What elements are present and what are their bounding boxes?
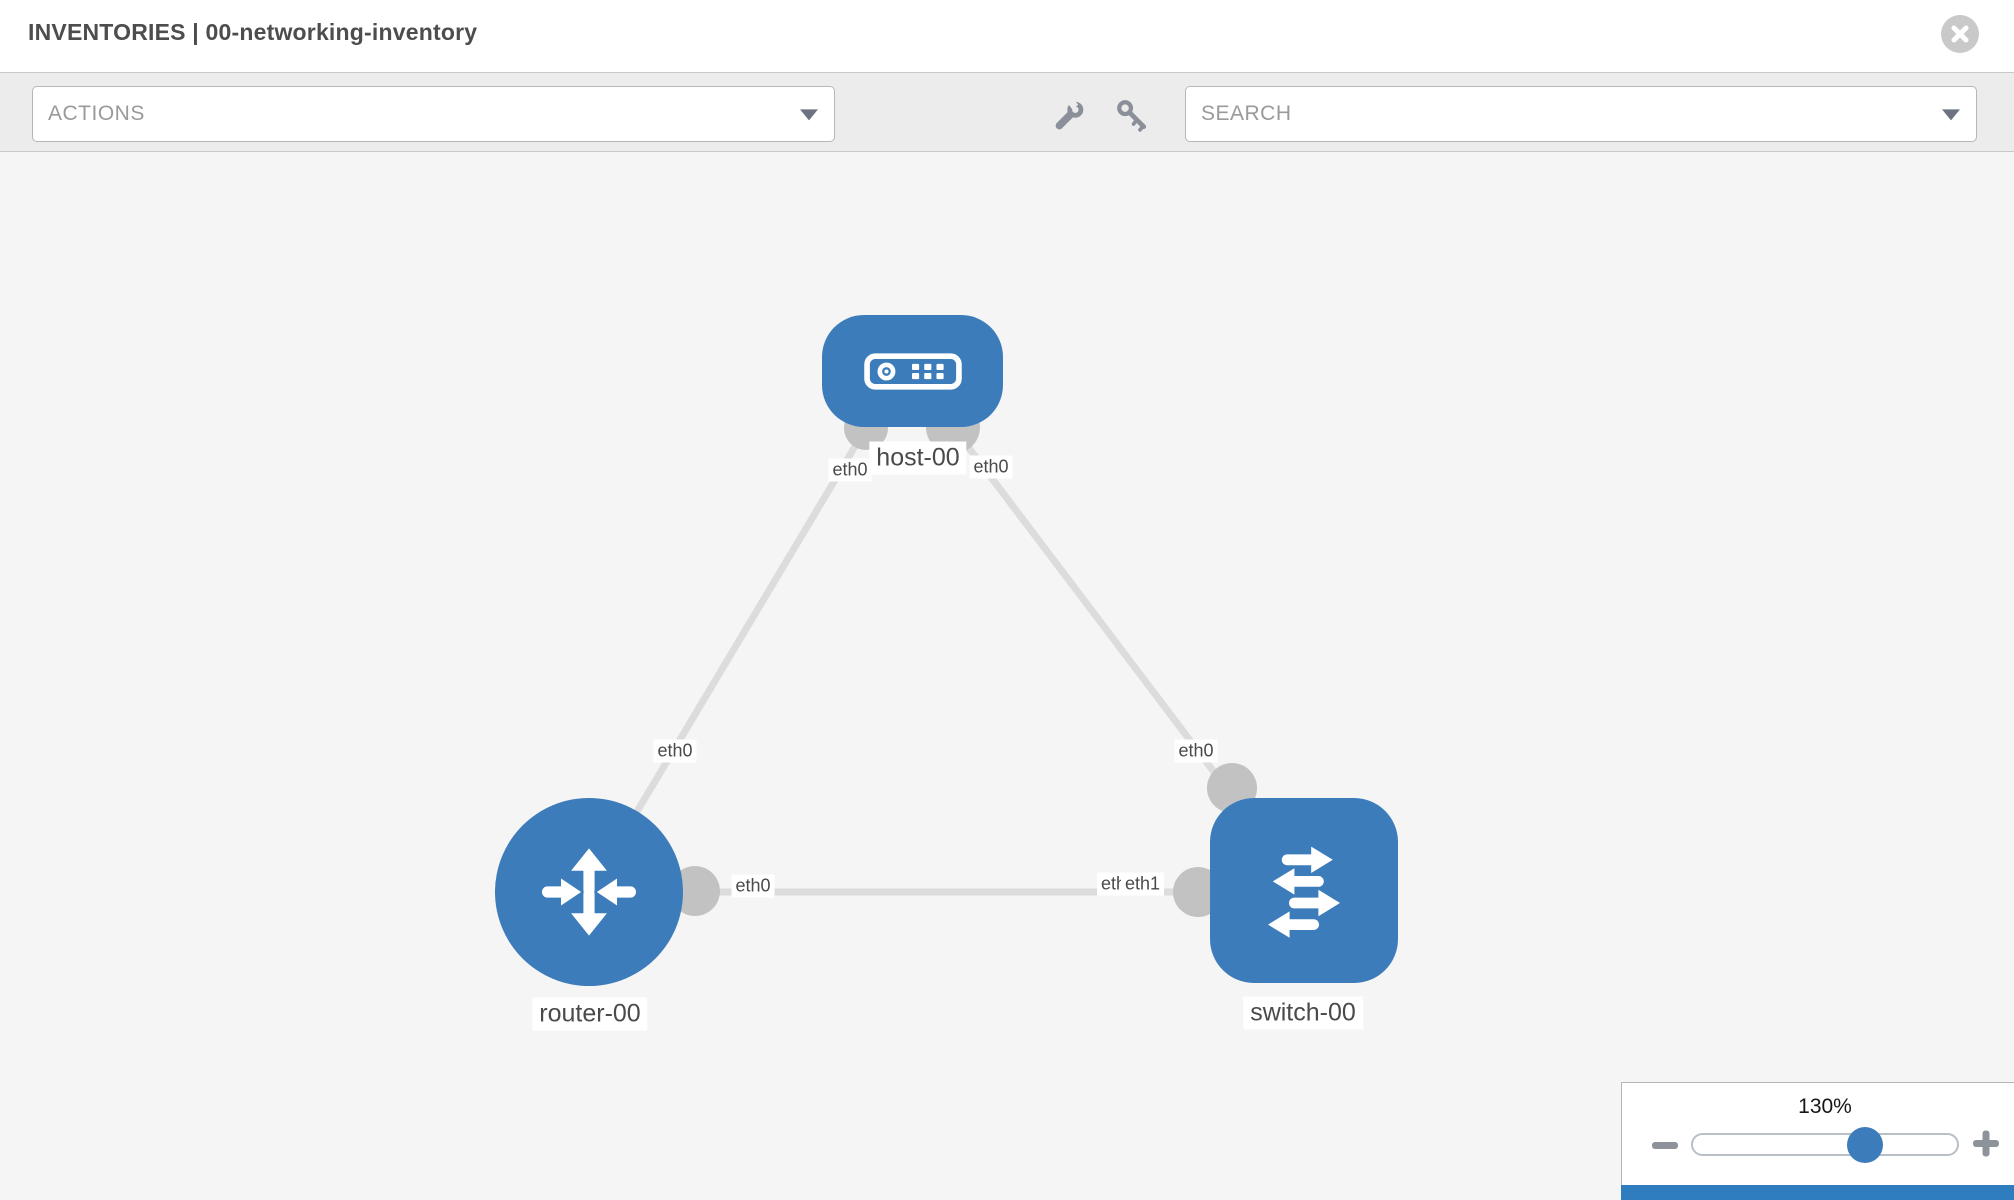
tools-button[interactable] — [1052, 97, 1088, 133]
node-router[interactable] — [495, 798, 683, 986]
actions-dropdown[interactable]: ACTIONS — [32, 86, 835, 142]
search-dropdown-label: SEARCH — [1201, 102, 1292, 125]
bottom-accent-bar — [1621, 1185, 2014, 1200]
interface-label-switch-eth0: eth0 — [1174, 739, 1218, 763]
zoom-panel: 130% — [1621, 1082, 2014, 1200]
plus-icon — [1982, 1130, 1990, 1157]
key-icon — [1117, 100, 1147, 132]
chevron-down-icon — [800, 109, 818, 121]
switch-arrows-icon — [1268, 846, 1340, 938]
node-label-router: router-00 — [532, 997, 648, 1031]
wrench-icon — [1055, 98, 1084, 130]
router-arrows-icon — [541, 848, 637, 936]
node-host[interactable] — [822, 315, 1003, 427]
page-title: INVENTORIES | 00-networking-inventory — [28, 19, 478, 45]
server-icon — [863, 352, 962, 390]
interface-label-host-eth0-left: eth0 — [828, 458, 872, 482]
close-button[interactable] — [1941, 15, 1979, 53]
close-icon — [1951, 25, 1969, 43]
zoom-out-button[interactable] — [1651, 1131, 1679, 1159]
toolbar: ACTIONS SEARCH — [0, 72, 2014, 152]
zoom-in-button[interactable] — [1972, 1130, 2000, 1158]
connector-dot-router-eth0 — [670, 866, 720, 916]
interface-label-router-eth0-right: eth0 — [731, 874, 775, 898]
topology-canvas[interactable]: host-00 router-00 switch-00 eth0 eth0 et… — [0, 152, 2014, 1200]
header-bar: INVENTORIES | 00-networking-inventory — [0, 0, 2014, 72]
interface-label-switch-eth1: eth1 — [1121, 872, 1165, 896]
zoom-slider-track[interactable] — [1691, 1133, 1959, 1156]
chevron-down-icon — [1942, 109, 1960, 121]
node-label-host: host-00 — [869, 441, 967, 475]
minus-icon — [1652, 1141, 1678, 1149]
node-switch[interactable] — [1210, 798, 1398, 983]
zoom-level: 130% — [1798, 1095, 1852, 1118]
credentials-button[interactable] — [1114, 97, 1150, 133]
interface-label-router-eth0-top: eth0 — [653, 739, 697, 763]
actions-dropdown-label: ACTIONS — [48, 102, 145, 125]
interface-label-host-eth0-right: eth0 — [969, 455, 1013, 479]
zoom-slider-thumb[interactable] — [1847, 1127, 1883, 1163]
search-dropdown[interactable]: SEARCH — [1185, 86, 1977, 142]
node-label-switch: switch-00 — [1243, 996, 1363, 1030]
links-layer — [585, 400, 1307, 917]
